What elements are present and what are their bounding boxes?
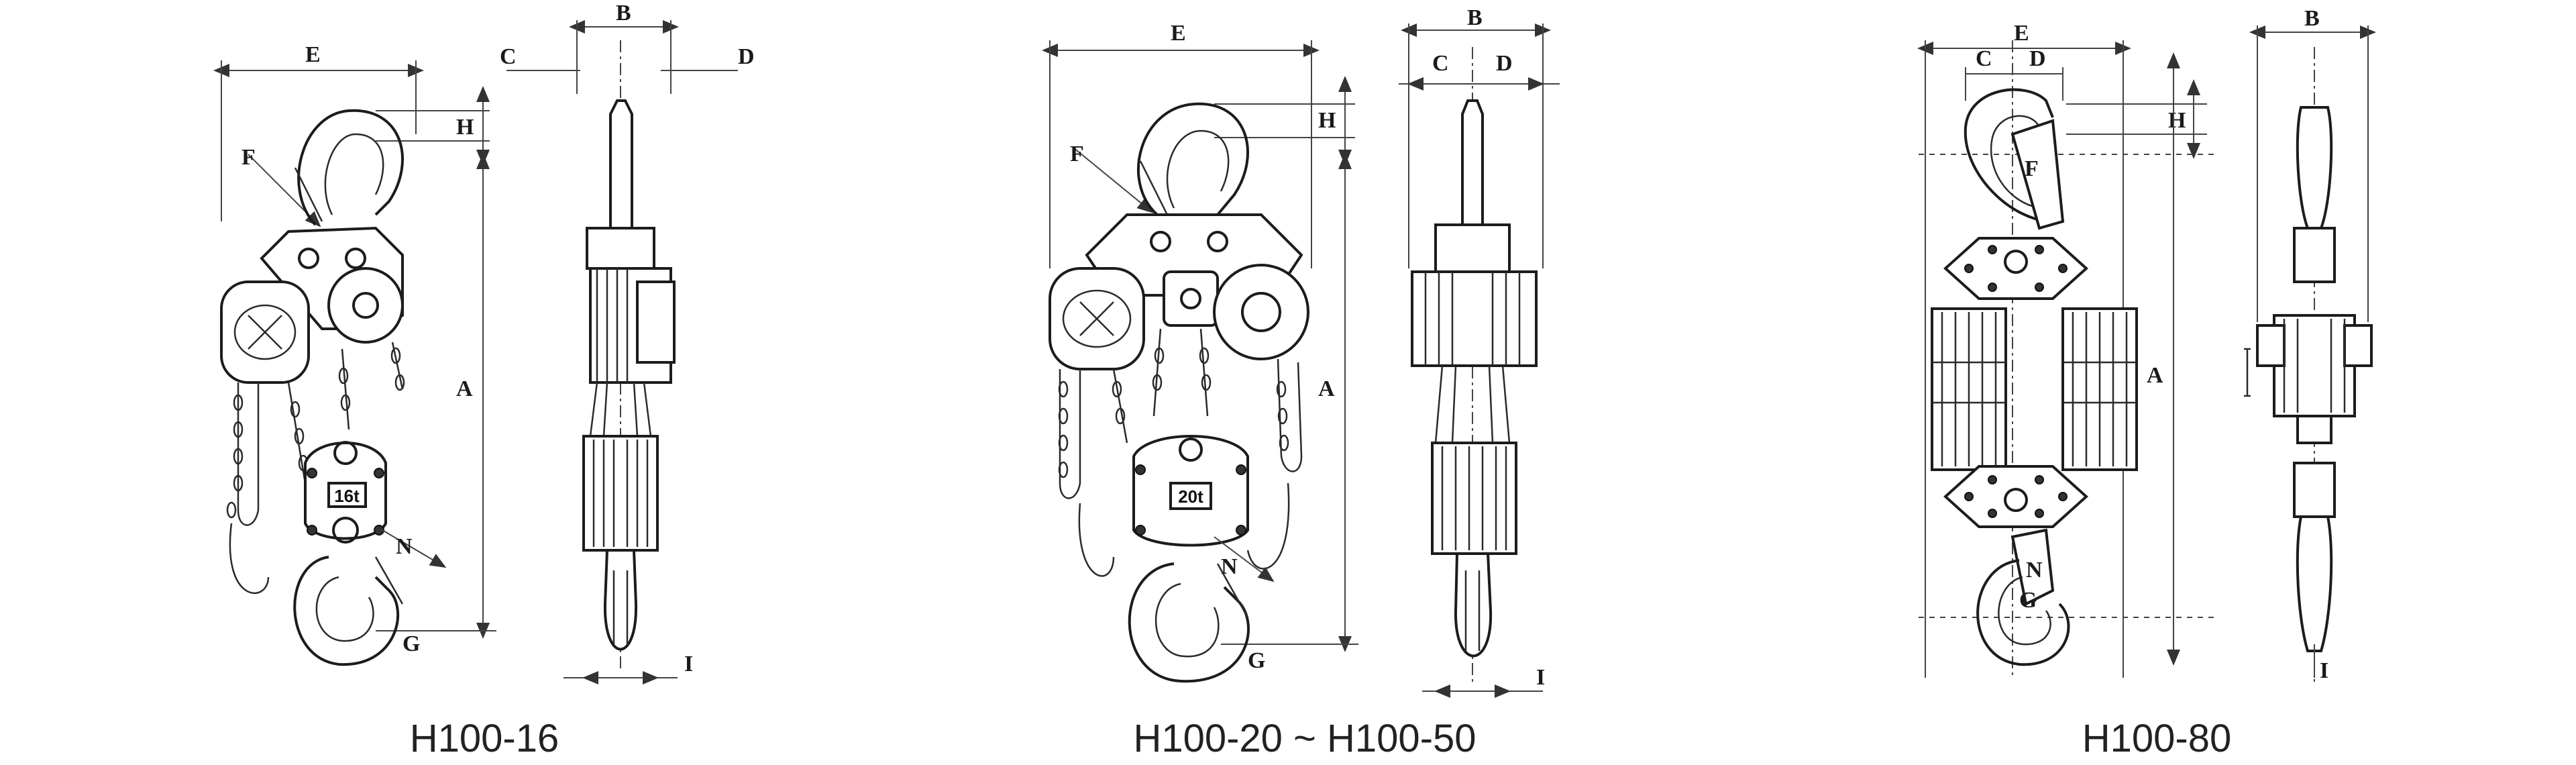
label-f: F bbox=[241, 145, 256, 170]
label-b: B bbox=[616, 1, 631, 26]
label-h: H bbox=[456, 115, 474, 140]
label-i: I bbox=[2320, 658, 2328, 683]
caption-h100-16: H100-16 bbox=[410, 717, 559, 760]
label-d: D bbox=[2029, 46, 2046, 71]
label-e: E bbox=[1171, 21, 1186, 46]
label-g: G bbox=[402, 631, 420, 656]
label-a: A bbox=[2147, 363, 2163, 388]
label-n: N bbox=[2026, 558, 2043, 582]
label-c: C bbox=[500, 44, 517, 69]
figure-h100-20-50: E H A F bbox=[1042, 5, 1560, 760]
label-g: G bbox=[2019, 588, 2037, 613]
rating-plate-16t: 16t bbox=[334, 486, 360, 506]
caption-h100-80: H100-80 bbox=[2082, 717, 2231, 760]
label-i: I bbox=[1536, 665, 1545, 690]
label-f: F bbox=[2025, 156, 2039, 181]
label-f: F bbox=[1070, 142, 1084, 166]
label-h: H bbox=[1318, 108, 1336, 133]
figure-h100-16: E H A F bbox=[213, 1, 755, 760]
label-e: E bbox=[2014, 21, 2029, 46]
label-n: N bbox=[396, 534, 413, 559]
figure-h100-80: E C D H A F bbox=[1917, 6, 2376, 760]
label-i: I bbox=[684, 652, 693, 676]
label-b: B bbox=[1467, 5, 1483, 30]
label-h: H bbox=[2168, 108, 2186, 133]
label-c: C bbox=[1432, 51, 1449, 76]
label-b: B bbox=[2304, 6, 2320, 31]
label-e: E bbox=[305, 42, 321, 67]
label-d: D bbox=[738, 44, 755, 69]
label-g: G bbox=[1248, 648, 1265, 673]
label-a: A bbox=[1318, 376, 1335, 401]
label-a: A bbox=[456, 376, 473, 401]
label-c: C bbox=[1976, 46, 1992, 71]
label-d: D bbox=[1496, 51, 1513, 76]
caption-h100-20-50: H100-20 ~ H100-50 bbox=[1133, 717, 1476, 760]
rating-plate-20t: 20t bbox=[1178, 487, 1203, 507]
